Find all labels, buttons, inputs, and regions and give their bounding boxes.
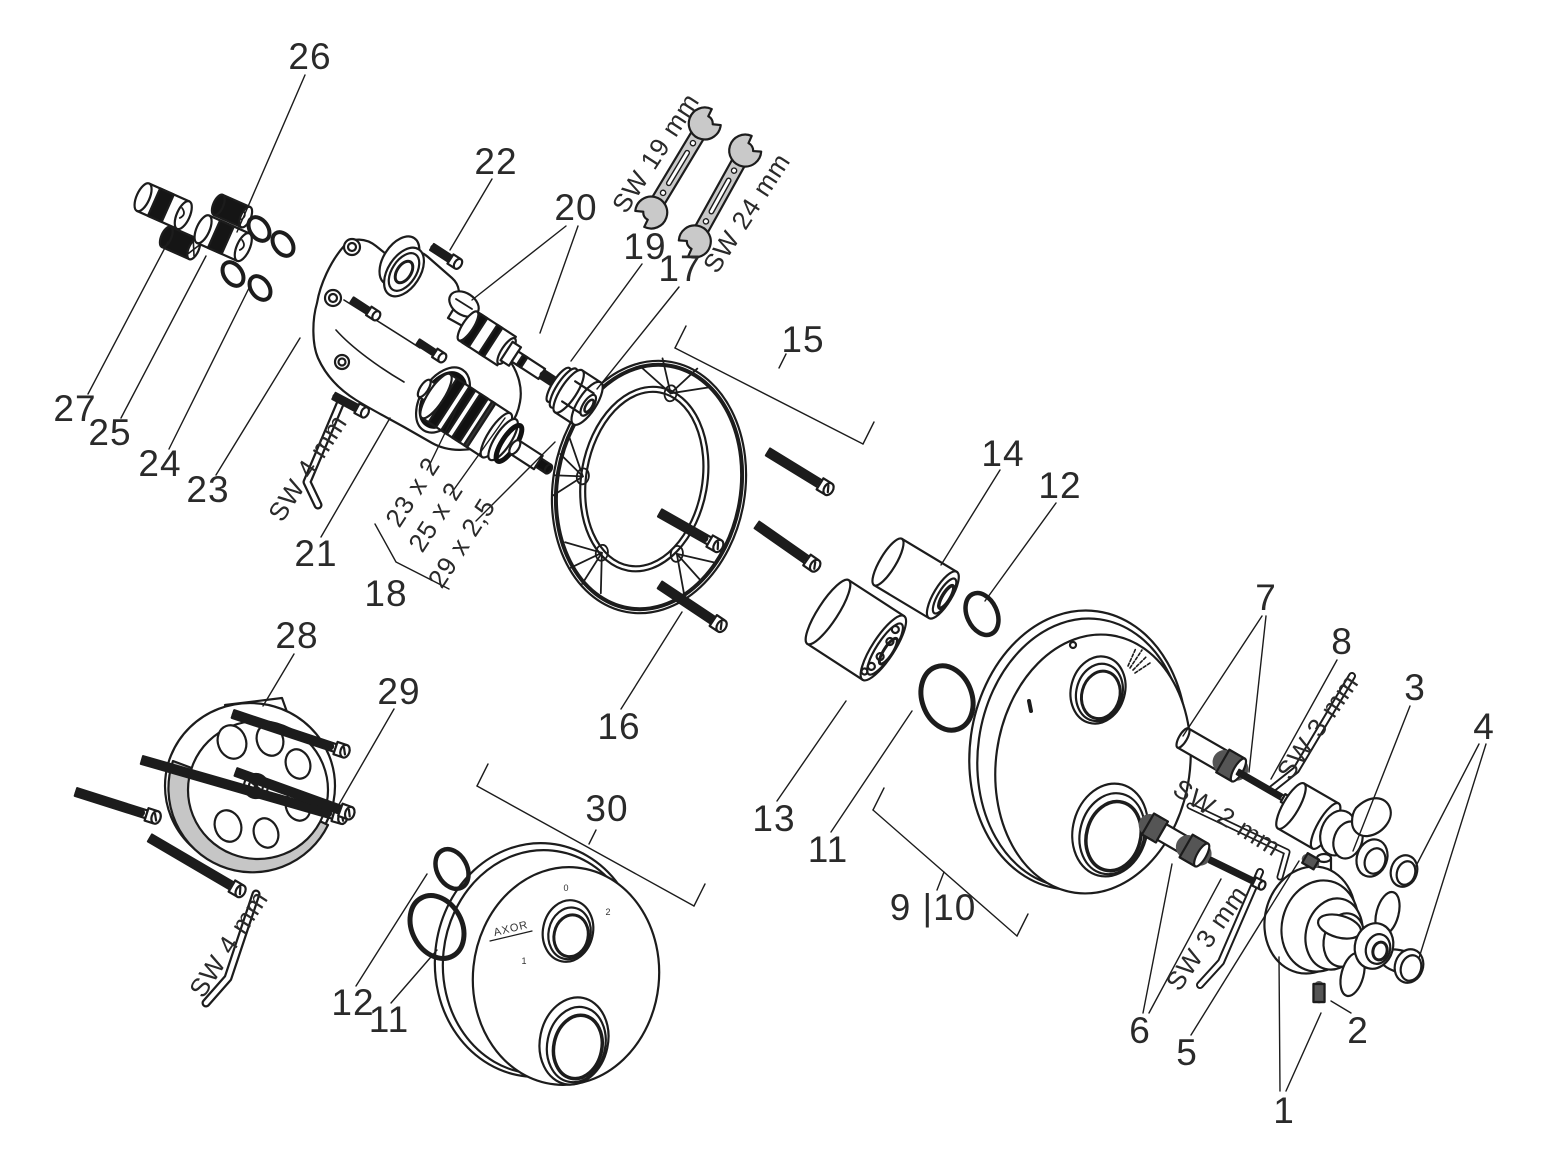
cap-button-lower: [1393, 948, 1425, 984]
open-end-wrench-24-icon: [677, 133, 763, 259]
open-end-wrench-19-icon: [634, 106, 722, 230]
escutcheon-plate-bottom: [433, 842, 661, 1086]
set-screws: [1301, 852, 1326, 1005]
check-valves: [133, 182, 296, 302]
spray-icon: [1127, 647, 1151, 674]
thermostat-handle-parts: [1263, 852, 1424, 998]
hex-key-4-bottom-icon: [201, 889, 261, 1008]
dimension-brackets: [374, 325, 1029, 937]
plate-dot-mark: [1068, 640, 1078, 650]
o-ring-12-right: [963, 590, 1001, 638]
wing-lever: [1350, 797, 1392, 838]
spindle-extensions: [1138, 727, 1249, 868]
long-thin-screws: [1207, 768, 1296, 891]
thermostatic-cartridge: [416, 372, 554, 475]
volume-handle-parts: [1275, 782, 1392, 878]
o-ring-11-left: [407, 893, 467, 961]
hex-key-2-icon: [1186, 802, 1291, 881]
escutcheon-plate-right: [968, 609, 1192, 895]
mounting-screws: [656, 447, 835, 634]
o-ring-11-right: [918, 663, 976, 733]
function-sleeve-large: [804, 578, 908, 682]
plate-tick-mark: [1027, 699, 1033, 713]
leader-lines: [87, 74, 1487, 1092]
hex-key-4-top-icon: [302, 391, 371, 510]
carrier-screws: [73, 709, 356, 899]
function-sleeve-small: [871, 537, 960, 620]
stem-assembly: [456, 310, 604, 426]
o-ring-12-left: [433, 846, 471, 892]
cap-button-upper: [1389, 854, 1419, 888]
housing-screws: [349, 242, 464, 364]
cross-handle: [1316, 890, 1424, 998]
hex-key-3-lower-icon: [1196, 868, 1264, 989]
hex-key-3-upper-icon: [1268, 672, 1356, 793]
mounting-ring: [550, 357, 748, 615]
